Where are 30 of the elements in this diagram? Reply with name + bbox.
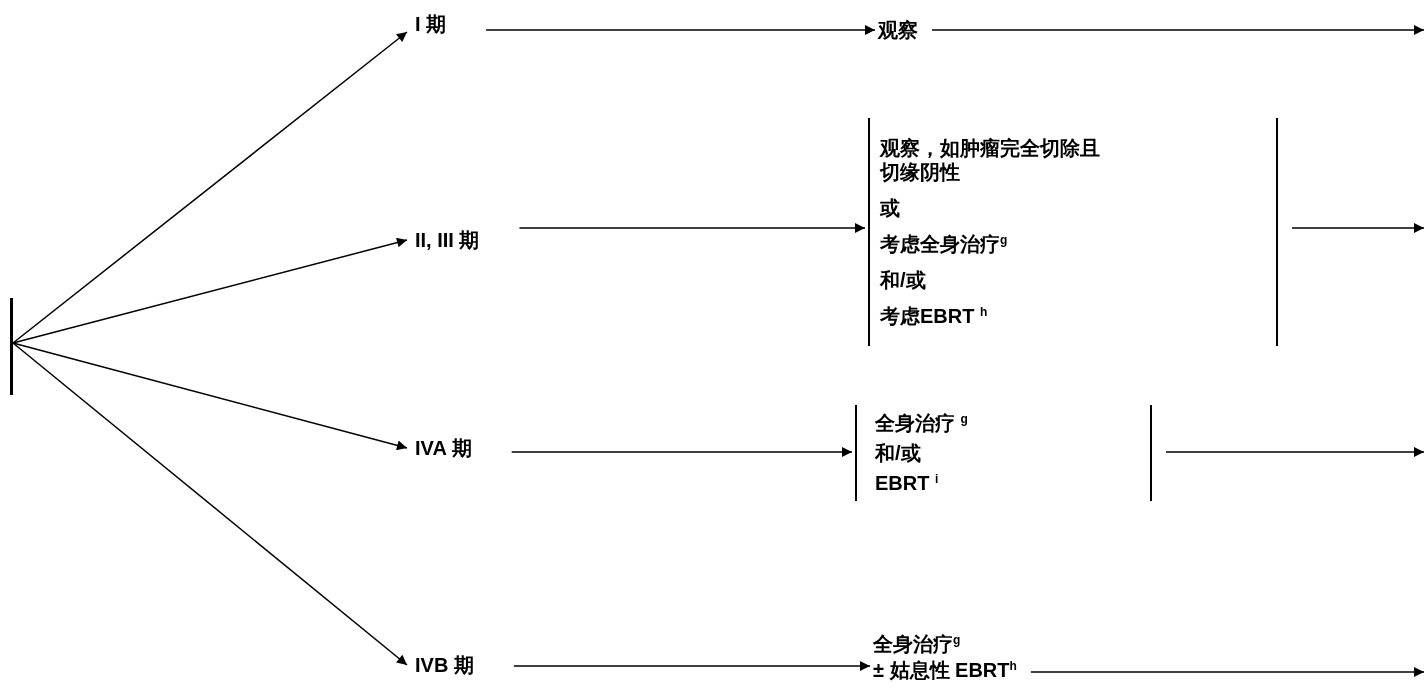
treatment-text: 考虑EBRT $^{h}$ — [880, 304, 989, 328]
treatment-text: 考虑全身治疗$^{g}$ — [880, 232, 1009, 256]
stage-label: IVA 期 — [415, 436, 472, 460]
bracket-box — [855, 405, 1152, 501]
treatment-text: 或 — [880, 196, 901, 220]
treatment-text: 和/或 — [875, 441, 922, 465]
arrow — [12, 237, 408, 344]
arrow — [12, 31, 408, 344]
arrow — [485, 25, 876, 35]
arrow — [1030, 667, 1425, 677]
treatment-text: 观察 — [878, 18, 918, 42]
arrow — [1165, 447, 1425, 457]
arrow — [1291, 223, 1425, 233]
treatment-text: 全身治疗 $^{g}$ — [875, 411, 969, 435]
stage-label: I 期 — [415, 12, 447, 36]
arrow — [12, 342, 408, 451]
treatment-text: 和/或 — [880, 268, 927, 292]
arrow — [518, 223, 866, 233]
arrow — [12, 342, 408, 666]
arrow — [513, 661, 871, 671]
stage-label: IVB 期 — [415, 653, 474, 677]
arrow — [931, 25, 1425, 35]
treatment-text: ± 姑息性 EBRT$^{h}$ — [873, 658, 1017, 682]
arrow — [510, 447, 853, 457]
bracket-bar — [10, 298, 13, 395]
bracket-box — [868, 118, 1278, 346]
treatment-text: 全身治疗$^{g}$ — [873, 632, 962, 656]
stage-label: II, III 期 — [415, 228, 480, 252]
treatment-text: 观察，如肿瘤完全切除且切缘阴性 — [880, 136, 1101, 184]
treatment-text: EBRT $^{i}$ — [875, 471, 940, 495]
